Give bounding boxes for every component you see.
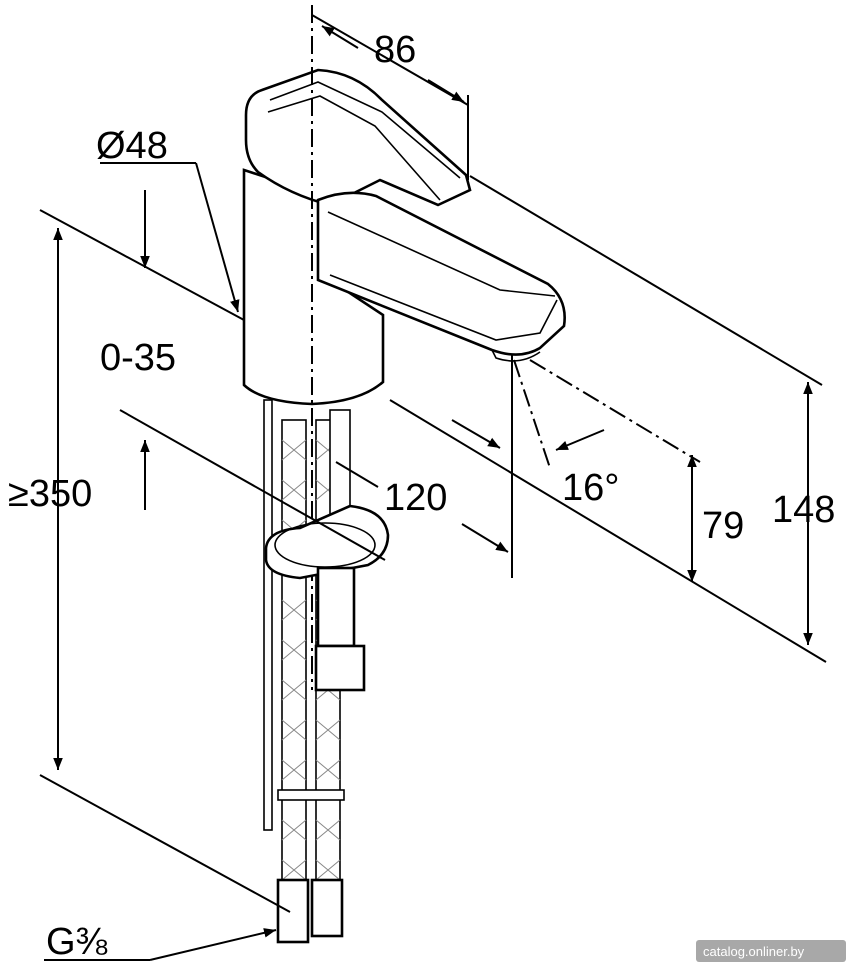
watermark: catalog.onliner.by xyxy=(703,944,805,959)
faucet-body xyxy=(242,5,566,690)
supply-hoses xyxy=(263,399,351,944)
dim-diameter: Ø48 xyxy=(96,125,168,167)
dim-120: 120 xyxy=(384,477,447,519)
dim-deck-thickness: 0-35 xyxy=(100,337,176,379)
dimension-lines xyxy=(39,14,827,961)
dim-hose-length: ≥350 xyxy=(8,473,92,515)
mounting-bracket xyxy=(264,504,390,692)
dim-connection: G⅜ xyxy=(46,921,108,963)
watermark-bg xyxy=(696,940,846,962)
dim-148: 148 xyxy=(772,489,835,531)
dim-79: 79 xyxy=(702,505,744,547)
dim-angle: 16° xyxy=(562,467,619,509)
dim-86: 86 xyxy=(374,29,416,71)
